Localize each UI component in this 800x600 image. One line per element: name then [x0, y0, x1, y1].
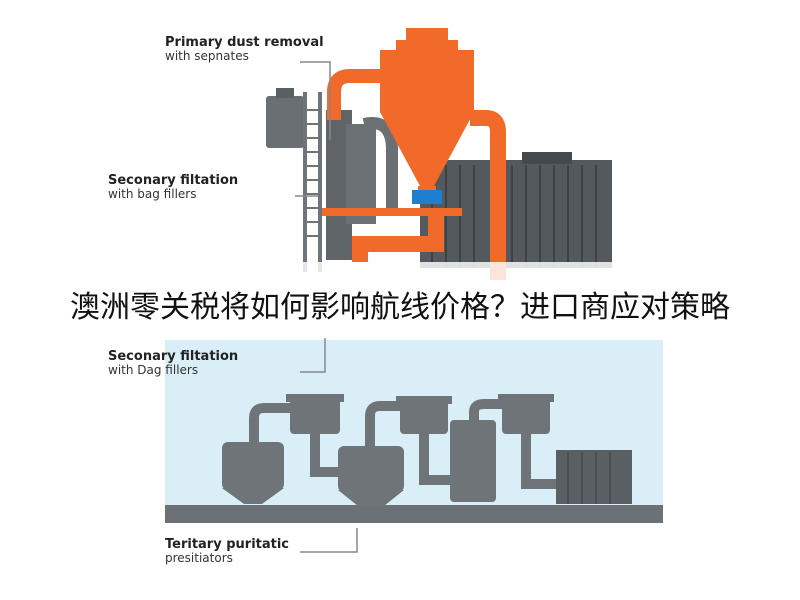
label-secondary-bottom-sub: with Dag fillers: [108, 363, 199, 378]
label-primary-title: Primary dust removal: [165, 35, 324, 50]
label-secondary-filtration-bottom: Seconary filtation with Dag fillers: [108, 349, 239, 378]
label-secondary-top-sub: with bag fillers: [108, 187, 197, 202]
ground-slab: [165, 505, 663, 523]
label-secondary-top-title: Seconary filtation: [108, 173, 239, 188]
label-tertiary-purification: Teritary puritatic presitiators: [165, 537, 290, 566]
headline-banner: [0, 262, 800, 336]
label-secondary-filtration-top: Seconary filtation with bag fillers: [108, 173, 239, 202]
collection-bin: [412, 190, 442, 204]
label-tertiary-sub: presitiators: [165, 551, 233, 566]
cyclone-separator: [327, 28, 506, 280]
label-tertiary-title: Teritary puritatic: [165, 537, 290, 552]
label-secondary-bottom-title: Seconary filtation: [108, 349, 239, 364]
filter-tower: [303, 92, 398, 272]
storage-tank-left: [266, 88, 304, 148]
label-primary-dust-removal: Primary dust removal with sepnates: [165, 35, 324, 64]
label-primary-sub: with sepnates: [165, 49, 249, 64]
service-platform: [322, 208, 462, 216]
headline-text: 澳洲零关税将如何影响航线价格？进口商应对策略: [70, 290, 730, 325]
purification-vessels: [222, 394, 632, 506]
